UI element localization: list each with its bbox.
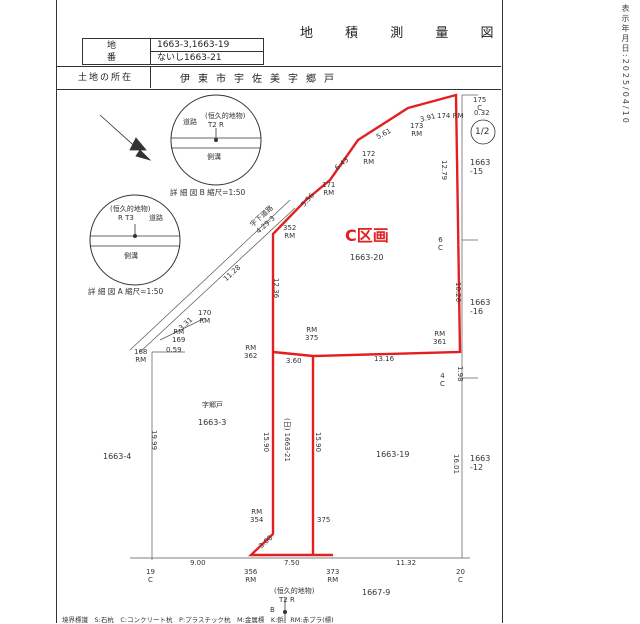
road-edge-line bbox=[129, 199, 291, 351]
dim-7-50: 7.50 bbox=[284, 559, 300, 567]
dim-16-01: 16.01 bbox=[452, 454, 460, 475]
dim-12-36: 12.36 bbox=[272, 278, 280, 299]
dim-10-26: 10.26 bbox=[454, 282, 462, 303]
print-date-stamp: 表示年月日:2025/04/10 bbox=[621, 4, 630, 125]
bottom-mark-b: B bbox=[270, 606, 275, 614]
road-edge-line-2 bbox=[139, 207, 296, 353]
dim-0-32: 0.32 bbox=[474, 109, 490, 117]
point-169: RM 169 bbox=[172, 328, 186, 344]
point-173: 173 RM bbox=[410, 122, 424, 138]
location-value: 伊東市宇佐美字郷戸 bbox=[180, 74, 342, 85]
dim-11-32: 11.32 bbox=[396, 559, 417, 567]
parcel-1663-15: 1663 -15 bbox=[470, 158, 491, 176]
point-170: 170 RM bbox=[198, 309, 212, 325]
dim-19-99: 19.99 bbox=[150, 430, 158, 451]
point-362: RM 362 bbox=[244, 344, 258, 360]
detail-a-circle bbox=[89, 194, 181, 286]
point-352: 352 RM bbox=[283, 224, 297, 240]
detail-a-side: 側溝 bbox=[124, 252, 138, 260]
detail-b-caption: 詳 細 図 B 縮尺=1:50 bbox=[170, 188, 246, 197]
detail-b-circle bbox=[170, 94, 262, 186]
dim-3-60: 3.60 bbox=[286, 357, 302, 365]
point-171: 171 RM bbox=[322, 181, 336, 197]
detail-b-side: 側溝 bbox=[207, 153, 221, 161]
dim-0-59: 0.59 bbox=[166, 346, 182, 354]
footer-note: 境界標識 S:石杭 C:コンクリート杭 P:プラスチック杭 M:金属標 K:鋲 … bbox=[62, 616, 334, 624]
point-c20: 20 C bbox=[456, 568, 465, 584]
point-174: 174 RM bbox=[437, 112, 464, 120]
point-361: RM 361 bbox=[433, 330, 447, 346]
page-badge-circle bbox=[470, 119, 496, 145]
bottom-mark-top-label: (恒久的地物) bbox=[274, 587, 315, 595]
detail-a-caption: 詳 細 図 A 縮尺=1:50 bbox=[88, 287, 164, 296]
detail-a-top-label: (恒久的地物) bbox=[110, 205, 151, 213]
parcel-1663-21: (日) 1663-21 bbox=[283, 418, 291, 462]
parcel-value-line2: ないし1663-21 bbox=[150, 51, 264, 65]
parcel-1663-4: 1663-4 bbox=[103, 452, 132, 461]
parcel-1663-3: 1663-3 bbox=[198, 418, 227, 427]
survey-sheet bbox=[56, 0, 503, 623]
dim-15-90-left: 15.90 bbox=[262, 432, 270, 453]
dim-9-00: 9.00 bbox=[190, 559, 206, 567]
point-c6: 6 C bbox=[438, 236, 443, 252]
point-c4: 4 C bbox=[440, 372, 445, 388]
c-area-boundary bbox=[248, 93, 462, 557]
detail-a-road: 道路 bbox=[149, 214, 163, 222]
parcel-1663-19: 1663-19 bbox=[376, 450, 410, 459]
parcel-1663-3-name: 字郷戸 bbox=[202, 401, 223, 409]
bottom-mark-code: T2 R bbox=[279, 596, 295, 604]
point-172: 172 RM bbox=[362, 150, 376, 166]
parcel-label: 地 番 bbox=[82, 38, 151, 65]
parcel-1663-12: 1663 -12 bbox=[470, 454, 491, 472]
page-number: 1/2 bbox=[475, 127, 490, 137]
point-c19: 19 C bbox=[146, 568, 155, 584]
detail-b-road: 道路 bbox=[183, 118, 197, 126]
point-373: 373 RM bbox=[326, 568, 340, 584]
point-354: RM 354 bbox=[250, 508, 264, 524]
dim-1-98: 1.98 bbox=[456, 366, 464, 382]
detail-b-top-label: (恒久的地物) bbox=[205, 112, 246, 120]
detail-a-code: R T3 bbox=[118, 214, 134, 222]
dim-15-90-right: 15.90 bbox=[314, 432, 322, 453]
leader-170 bbox=[159, 317, 206, 341]
zone-label: C区画 bbox=[345, 226, 389, 245]
location-label: 土地の所在 bbox=[78, 73, 134, 83]
point-168: 168 RM bbox=[134, 348, 148, 364]
parcel-1663-16: 1663 -16 bbox=[470, 298, 491, 316]
point-356: 356 RM bbox=[244, 568, 258, 584]
point-375b: 375 bbox=[317, 516, 331, 524]
north-arrow bbox=[99, 114, 152, 161]
point-375: RM 375 bbox=[305, 326, 319, 342]
parcel-number-table: 地 番 1663-3,1663-19 ないし1663-21 bbox=[82, 38, 264, 65]
location-row bbox=[56, 66, 501, 90]
document-title: 地 積 測 量 図 bbox=[300, 26, 508, 41]
parcel-1663-20: 1663-20 bbox=[350, 253, 384, 262]
dim-13-16: 13.16 bbox=[374, 355, 395, 363]
dim-12-79: 12.79 bbox=[440, 160, 448, 181]
detail-b-code: T2 R bbox=[208, 121, 224, 129]
point-175: 175 C bbox=[473, 96, 487, 112]
parcel-1667-9: 1667-9 bbox=[362, 588, 391, 597]
location-divider bbox=[150, 66, 151, 88]
bottom-mark bbox=[283, 598, 287, 623]
